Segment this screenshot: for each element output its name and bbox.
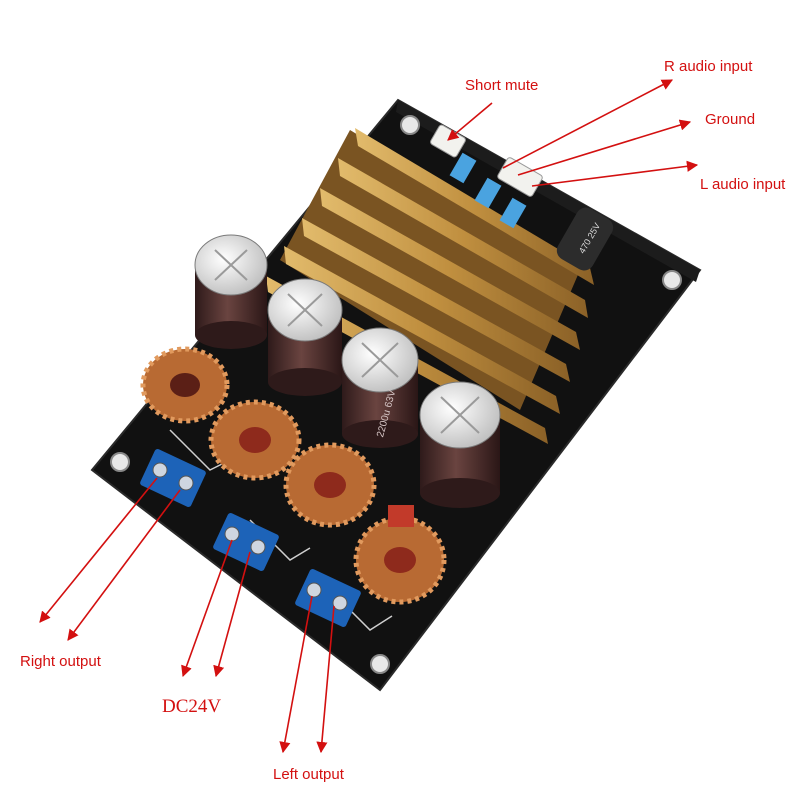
arrow-l-audio-input [531,160,699,187]
input-connectors [430,124,543,229]
label-r-audio-input: R audio input [664,58,753,75]
mounting-hole-icon [110,452,130,472]
big-capacitors: 2200u 63V [194,234,501,508]
arrow-left-output-2 [316,605,335,754]
inductor-1 [140,346,230,424]
arrow-r-audio-input [502,79,673,169]
small-capacitor: 470 25V [556,207,614,271]
capacitor-3: 2200u 63V [341,327,419,448]
inductor-3 [283,442,377,528]
label-left-output: Left output [273,766,344,783]
label-l-audio-input: L audio input [700,176,786,193]
capacitor-4 [419,381,501,508]
terminal-dc24v [213,513,279,571]
terminal-right-output [140,449,206,507]
label-right-output: Right output [20,653,101,670]
label-dc24v: DC24V [162,696,222,717]
arrow-right-output-2 [67,489,181,641]
arrow-left-output-1 [279,595,313,754]
inductors [140,346,447,605]
annotation-arrows [39,79,699,754]
inductor-4 [353,505,447,605]
arrow-dc24v-1 [181,539,233,678]
mounting-hole-icon [662,270,682,290]
arrow-ground [517,119,692,176]
label-ground: Ground [705,111,756,128]
arrow-dc24v-2 [213,551,251,678]
mounting-hole-icon [400,115,420,135]
capacitor-2 [267,278,343,396]
capacitor-1 [194,234,268,349]
arrow-right-output-1 [39,477,158,623]
label-short-mute: Short mute [465,77,539,94]
terminal-left-output [295,569,361,627]
inductor-2 [208,399,302,481]
mounting-hole-icon [370,654,390,674]
arrow-short-mute [447,102,493,141]
terminal-blocks [140,449,361,627]
